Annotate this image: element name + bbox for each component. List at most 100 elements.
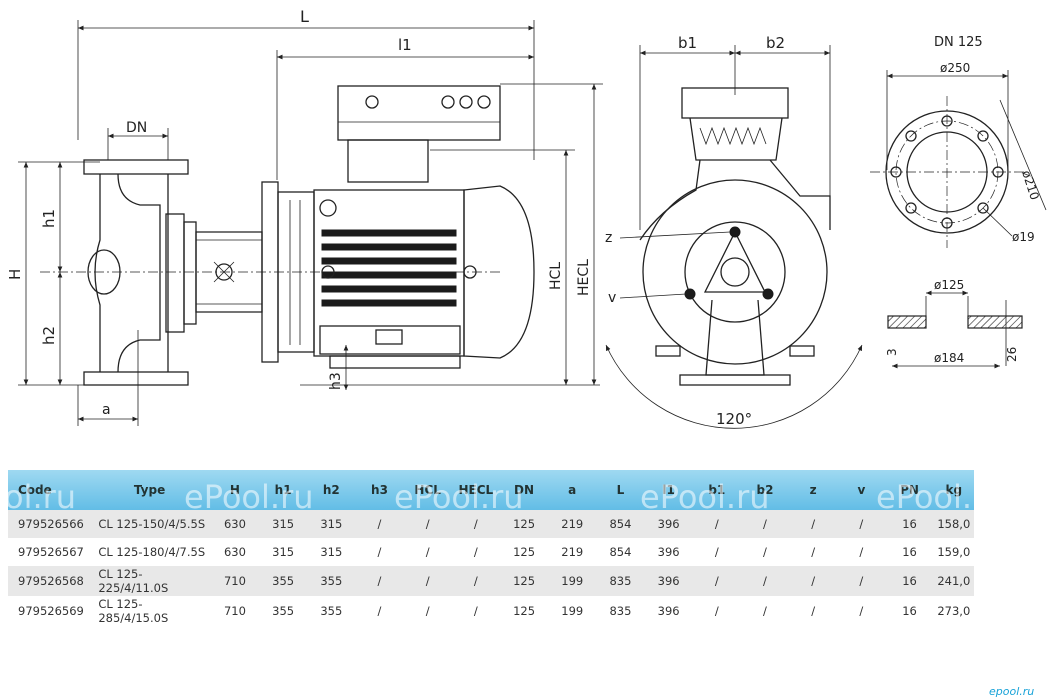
table-cell-b1: / [714, 517, 719, 531]
column-header-l1: l1 [662, 483, 675, 497]
table-cell-h2: 355 [320, 574, 343, 588]
table-cell-h: 710 [223, 574, 246, 588]
flange-bolt-hole: ø19 [1012, 230, 1035, 244]
table-cell-type: CL 125-150/4/5.5S [98, 517, 206, 531]
pump-technical-drawing: L l1 DN H h1 h2 a h3 HCL [6, 7, 1047, 429]
table-cell-l: 835 [609, 574, 632, 588]
table-cell-h1: 355 [272, 574, 295, 588]
table-cell-h: 630 [223, 517, 246, 531]
table-cell-z: / [811, 517, 816, 531]
table-cell-h3: / [377, 517, 382, 531]
column-header-z: z [809, 483, 817, 497]
table-cell-h3: / [377, 574, 382, 588]
table-cell-hecl: / [473, 545, 478, 559]
table-cell-h: 710 [223, 604, 246, 618]
front-view: b1 b2 z v 120° [605, 34, 863, 429]
table-cell-pn: 16 [902, 604, 917, 618]
flange-title: DN 125 [934, 35, 983, 50]
table-cell-hcl: / [425, 517, 430, 531]
table-cell-dn: 125 [513, 574, 536, 588]
table-cell-hcl: / [425, 545, 430, 559]
dim-HECL-label: HECL [576, 259, 592, 296]
gasket-thickness: 3 [885, 348, 899, 356]
table-cell-h2: 315 [320, 545, 343, 559]
column-header-hcl: HCL [414, 483, 441, 497]
column-header-h: H [229, 483, 240, 497]
table-cell-l1: 396 [657, 604, 680, 618]
column-header-b2: b2 [756, 483, 774, 497]
table-cell-dn: 125 [513, 545, 536, 559]
table-cell-a: 199 [561, 604, 584, 618]
table-cell-z: / [811, 574, 816, 588]
column-header-h3: h3 [371, 483, 388, 497]
column-header-code: Code [18, 483, 52, 497]
site-logo-text: epool.ru [989, 685, 1035, 698]
table-cell-v: / [859, 604, 864, 618]
table-cell-pn: 16 [902, 574, 917, 588]
table-cell-hecl: / [473, 604, 478, 618]
table-cell-b2: / [763, 517, 767, 531]
column-header-kg: kg [945, 483, 963, 497]
table-cell-l: 835 [609, 604, 632, 618]
flange-bolt-circle: ø210 [1019, 169, 1042, 202]
table-cell-hecl: / [473, 574, 478, 588]
table-cell-a: 219 [561, 517, 584, 531]
site-logo[interactable]: epool.ru [989, 680, 1051, 698]
table-row: 979526567 CL 125-180/4/7.5S 630 315 315 / / / 12… [8, 538, 974, 566]
table-cell-a: 219 [561, 545, 584, 559]
column-header-h1: h1 [274, 483, 292, 497]
table-cell-h1: 355 [272, 604, 295, 618]
column-header-type: Type [133, 483, 166, 497]
table-cell-hcl: / [425, 604, 430, 618]
table-cell-code: 979526566 [18, 517, 84, 531]
dim-h2-label: h2 [40, 326, 58, 345]
table-cell-h2: 355 [320, 604, 343, 618]
table-cell-hcl: / [425, 574, 430, 588]
column-header-l: L [616, 483, 625, 497]
dim-b2-label: b2 [766, 34, 785, 52]
table-cell-l1: 396 [657, 517, 680, 531]
table-cell-z: / [811, 604, 816, 618]
table-cell-h1: 315 [272, 545, 295, 559]
table-cell-dn: 125 [513, 517, 536, 531]
table-cell-l: 854 [609, 517, 632, 531]
dim-DN-label: DN [126, 120, 147, 136]
column-header-pn: PN [900, 483, 919, 497]
table-cell-v: / [859, 574, 864, 588]
table-cell-type: CL 125-180/4/7.5S [98, 545, 206, 559]
table-cell-a: 199 [561, 574, 584, 588]
table-cell-kg: 158,0 [937, 517, 971, 531]
gasket-outer: ø184 [934, 351, 964, 365]
table-cell-v: / [859, 545, 864, 559]
side-view: L l1 DN H h1 h2 a h3 HCL [6, 7, 603, 426]
label-z: z [605, 230, 612, 246]
table-cell-pn: 16 [902, 517, 917, 531]
table-cell-code: 979526567 [18, 545, 84, 559]
dim-l1-label: l1 [398, 36, 412, 54]
label-v: v [608, 290, 616, 306]
gasket-inner: ø125 [934, 278, 964, 292]
dim-HCL-label: HCL [548, 262, 564, 290]
table-cell-type: CL 125-285/4/15.0S [98, 597, 169, 625]
table-cell-hecl: / [473, 517, 478, 531]
table-cell-kg: 241,0 [937, 574, 971, 588]
column-header-h2: h2 [322, 483, 340, 497]
table-cell-kg: 159,0 [937, 545, 971, 559]
dim-a-label: a [102, 402, 111, 418]
dim-L-label: L [300, 7, 309, 26]
dim-b1-label: b1 [678, 34, 697, 52]
dim-h3-label: h3 [328, 372, 344, 390]
gasket-height: 26 [1005, 347, 1019, 362]
table-cell-l1: 396 [657, 545, 680, 559]
table-cell-l: 854 [609, 545, 632, 559]
table-cell-type: CL 125-225/4/11.0S [98, 567, 169, 595]
table-cell-h2: 315 [320, 517, 343, 531]
table-cell-h: 630 [223, 545, 246, 559]
table-cell-b2: / [763, 545, 767, 559]
flange-outer-diameter: ø250 [940, 61, 970, 75]
